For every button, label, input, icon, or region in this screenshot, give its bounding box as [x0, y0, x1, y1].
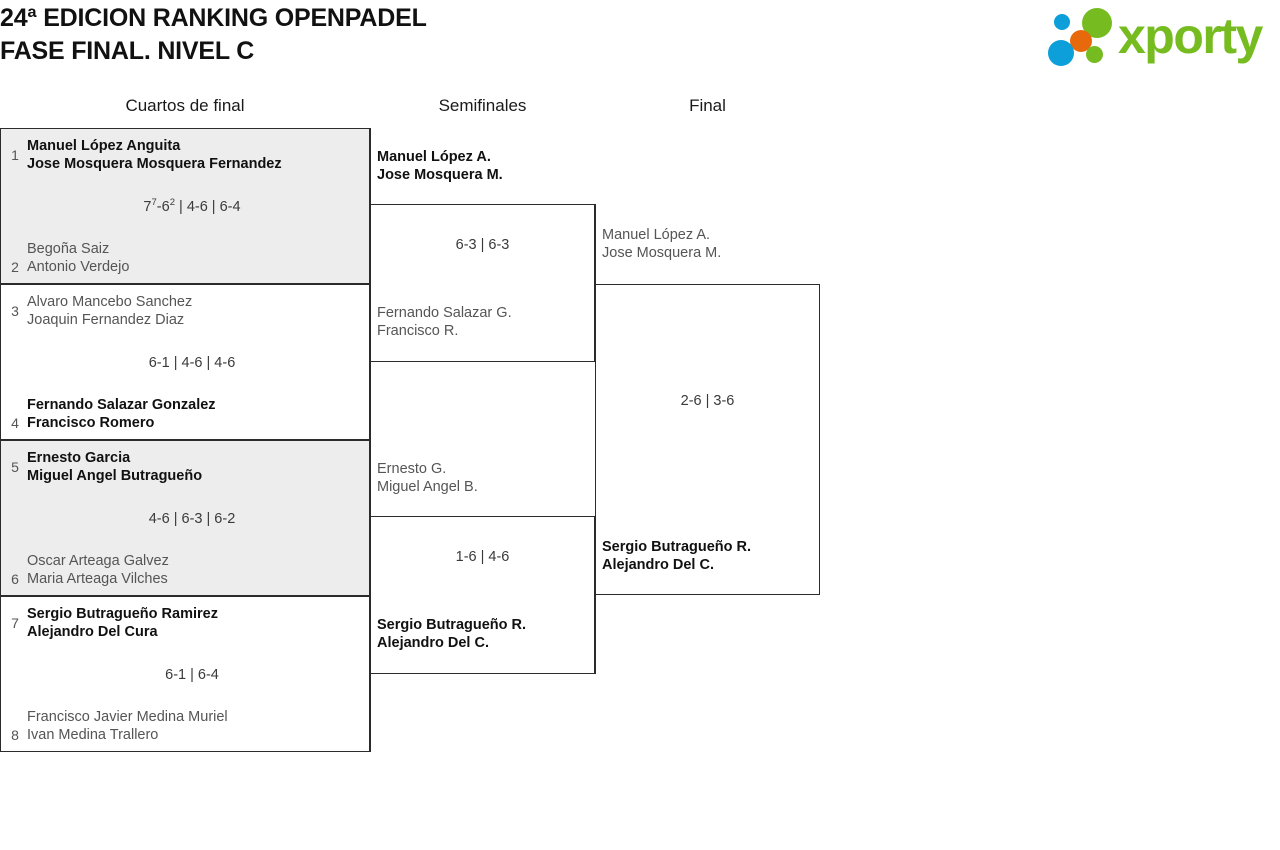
match-score: 6-1 | 4-6 | 4-6 [148, 355, 236, 371]
match-score: 6-3 | 6-3 [455, 237, 510, 253]
match-quarterfinal-4[interactable]: 7 Sergio Butragueño Ramirez Alejandro De… [0, 596, 370, 752]
match-semifinal-1[interactable] [370, 204, 595, 362]
team-top: Manuel López Anguita Jose Mosquera Mosqu… [27, 137, 363, 173]
team-bottom: Fernando Salazar Gonzalez Francisco Rome… [27, 396, 363, 432]
player-name: Antonio Verdejo [27, 259, 130, 275]
seed-number: 1 [11, 147, 19, 163]
match-final[interactable] [595, 284, 820, 595]
title-line-2: FASE FINAL. NIVEL C [0, 37, 255, 65]
team-top: Manuel López A. Jose Mosquera M. [377, 148, 503, 184]
score-text: | 4-6 | 6-4 [175, 199, 241, 215]
player-name: Jose Mosquera Mosquera Fernandez [27, 156, 282, 172]
player-name: Jose Mosquera M. [377, 167, 503, 183]
seed-number: 2 [11, 259, 19, 275]
match-semifinal-2[interactable] [370, 516, 595, 674]
match-score: 77-62 | 4-6 | 6-4 [27, 198, 357, 216]
team-top: Alvaro Mancebo Sanchez Joaquin Fernandez… [27, 293, 363, 329]
player-name: Begoña Saiz [27, 241, 110, 257]
team-bottom: Sergio Butragueño R. Alejandro Del C. [377, 616, 526, 652]
bracket-connector [370, 128, 371, 204]
player-name: Manuel López A. [602, 227, 711, 243]
seed-number: 8 [11, 727, 19, 743]
score-text: 7 [143, 199, 152, 215]
seed-number: 5 [11, 459, 19, 475]
player-name: Miguel Angel B. [377, 479, 478, 495]
team-bottom: Francisco Javier Medina Muriel Ivan Medi… [27, 708, 363, 744]
seed-number: 7 [11, 615, 19, 631]
logo-wordmark: xporty [1118, 8, 1263, 64]
team-bottom: Sergio Butragueño R. Alejandro Del C. [602, 538, 751, 574]
logo-dot-orange [1070, 30, 1092, 52]
title-line-1: 24ª EDICION RANKING OPENPADEL [0, 4, 427, 32]
player-name: Alejandro Del C. [602, 557, 714, 573]
player-name: Sergio Butragueño R. [377, 617, 527, 633]
bracket-connector [595, 204, 596, 284]
player-name: Alejandro Del Cura [27, 624, 158, 640]
seed-number: 3 [11, 303, 19, 319]
xporty-logo: xporty [1046, 4, 1278, 68]
player-name: Sergio Butragueño Ramirez [27, 606, 218, 622]
team-top: Manuel López A. Jose Mosquera M. [602, 226, 721, 262]
match-score: 4-6 | 6-3 | 6-2 [148, 511, 236, 527]
team-bottom: Oscar Arteaga Galvez Maria Arteaga Vilch… [27, 552, 363, 588]
bracket-connector [370, 362, 371, 440]
player-name: Francisco Javier Medina Muriel [27, 709, 228, 725]
logo-dot-blue-small [1054, 14, 1070, 30]
round-header-semifinals: Semifinales [438, 96, 527, 115]
player-name: Jose Mosquera M. [602, 245, 722, 261]
player-name: Sergio Butragueño R. [602, 539, 752, 555]
player-name: Ernesto G. [377, 461, 447, 477]
seed-number: 4 [11, 415, 19, 431]
bracket-connector [595, 595, 596, 674]
match-score: 2-6 | 3-6 [680, 393, 735, 409]
player-name: Joaquin Fernandez Diaz [27, 312, 185, 328]
player-name: Ivan Medina Trallero [27, 727, 159, 743]
tiebreak-sup: 2 [169, 197, 175, 209]
player-name: Fernando Salazar Gonzalez [27, 397, 216, 413]
player-name: Miguel Angel Butragueño [27, 468, 203, 484]
tiebreak-sup: 7 [151, 197, 157, 209]
team-top: Sergio Butragueño Ramirez Alejandro Del … [27, 605, 363, 641]
match-score: 1-6 | 4-6 [455, 549, 510, 565]
player-name: Francisco Romero [27, 415, 155, 431]
bracket-connector [370, 674, 371, 752]
page-title: 24ª EDICION RANKING OPENPADEL FASE FINAL… [0, 2, 900, 68]
round-header-quarterfinals: Cuartos de final [125, 96, 245, 115]
player-name: Fernando Salazar G. [377, 305, 512, 321]
match-quarterfinal-3[interactable]: 5 Ernesto Garcia Miguel Angel Butragueño… [0, 440, 370, 596]
player-name: Ernesto Garcia [27, 450, 131, 466]
seed-number: 6 [11, 571, 19, 587]
team-bottom: Begoña Saiz Antonio Verdejo [27, 240, 363, 276]
player-name: Manuel López Anguita [27, 138, 181, 154]
score-text: -6 [156, 199, 170, 215]
player-name: Alvaro Mancebo Sanchez [27, 294, 193, 310]
player-name: Alejandro Del C. [377, 635, 489, 651]
team-top: Ernesto G. Miguel Angel B. [377, 460, 478, 496]
match-quarterfinal-2[interactable]: 3 Alvaro Mancebo Sanchez Joaquin Fernand… [0, 284, 370, 440]
player-name: Francisco R. [377, 323, 459, 339]
player-name: Maria Arteaga Vilches [27, 571, 168, 587]
player-name: Manuel López A. [377, 149, 491, 165]
logo-dot-blue-large [1048, 40, 1074, 66]
team-top: Ernesto Garcia Miguel Angel Butragueño [27, 449, 363, 485]
player-name: Oscar Arteaga Galvez [27, 553, 169, 569]
round-header-final: Final [689, 96, 726, 115]
team-bottom: Fernando Salazar G. Francisco R. [377, 304, 512, 340]
match-quarterfinal-1[interactable]: 1 Manuel López Anguita Jose Mosquera Mos… [0, 128, 370, 284]
logo-dots-icon [1046, 6, 1118, 68]
match-score: 6-1 | 6-4 [165, 667, 219, 683]
bracket-connector [370, 440, 371, 516]
logo-dot-green-small [1086, 46, 1103, 63]
